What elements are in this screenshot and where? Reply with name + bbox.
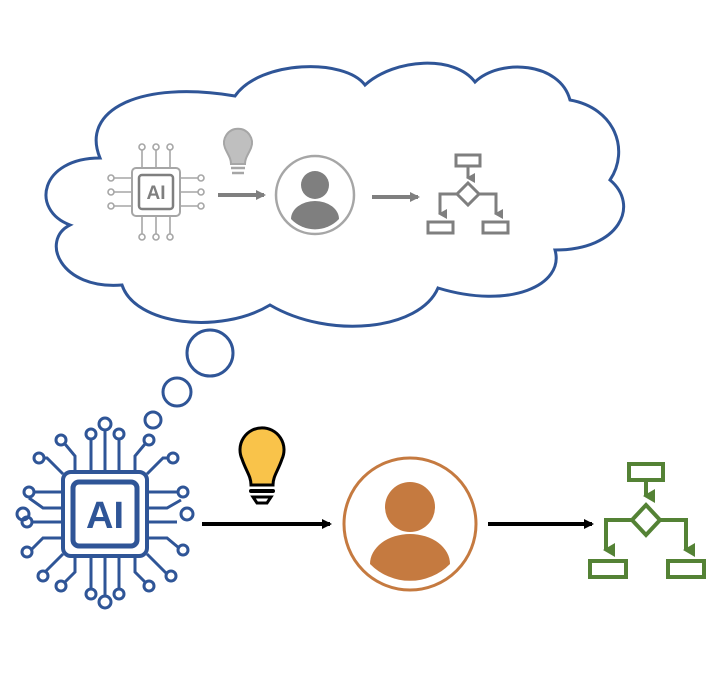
chip-label: AI bbox=[147, 183, 166, 204]
ai-chip-icon: AI bbox=[107, 143, 205, 241]
thought-bubble-large bbox=[185, 328, 235, 378]
flowchart-icon bbox=[588, 462, 706, 579]
ai-chip-icon: AI bbox=[15, 416, 195, 610]
thought-bubble-medium bbox=[161, 376, 193, 408]
lightbulb-icon bbox=[223, 127, 253, 175]
thought-bubble-small bbox=[143, 410, 163, 430]
person-icon bbox=[274, 154, 356, 236]
thought-cloud: AI bbox=[44, 61, 626, 430]
lightbulb-icon bbox=[238, 426, 286, 505]
flowchart-icon bbox=[426, 153, 510, 235]
person-icon bbox=[342, 456, 478, 592]
chip-label: AI bbox=[86, 495, 124, 537]
